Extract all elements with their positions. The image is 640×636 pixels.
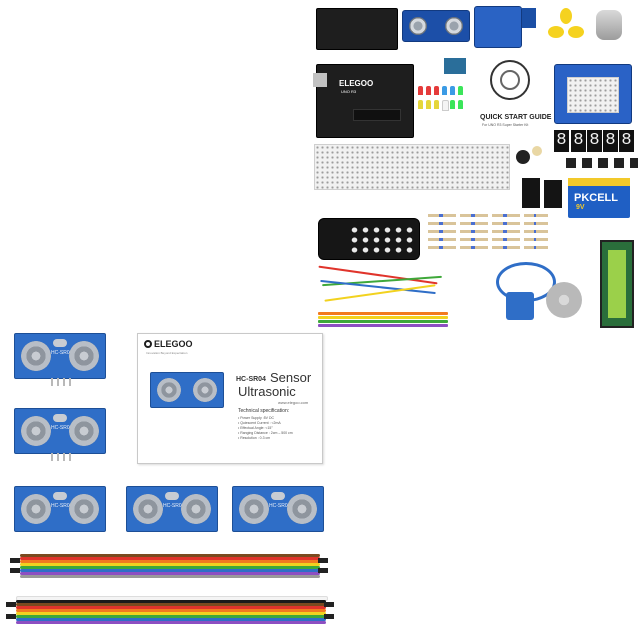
- kit-ultrasonic-sensor: [402, 10, 470, 42]
- guide-title: QUICK START GUIDE: [480, 114, 552, 121]
- ultrasonic-sensor: HC-SR04: [232, 486, 324, 532]
- transducer-r: [69, 341, 99, 371]
- board-model: UNO R3: [341, 89, 357, 94]
- transducer-t: [21, 416, 51, 446]
- power-supply-module: [316, 8, 398, 50]
- buzzer: [516, 150, 530, 164]
- transducer-t: [239, 494, 269, 524]
- dc-motor: [596, 10, 622, 40]
- sensor-model-label: HC-SR04: [269, 503, 291, 509]
- led-set: [418, 86, 472, 126]
- card-product-word2: Ultrasonic: [238, 384, 296, 399]
- transducer-r: [69, 494, 99, 524]
- prototype-shield: [554, 64, 632, 124]
- ir-remote: [318, 218, 420, 260]
- lcd-screen: [608, 250, 626, 318]
- ultrasonic-sensor: HC-SR04: [14, 333, 106, 386]
- transducer-t: [21, 341, 51, 371]
- segment-digit: 8: [619, 130, 634, 152]
- ultrasonic-sensor: HC-SR04: [14, 408, 106, 461]
- ic-chip: [522, 178, 540, 208]
- stepper-motor: [546, 282, 582, 318]
- kit-ultrasonic-left-transducer: [409, 17, 427, 35]
- card-brand: ELEGOO: [154, 339, 193, 349]
- spec-line: • Power Supply :5V DC: [238, 416, 275, 420]
- quick-start-guide: QUICK START GUIDE For UNO R3 Super Start…: [478, 58, 551, 132]
- battery-brand: PKCELL: [574, 192, 618, 204]
- card-sensor-image: [150, 372, 224, 408]
- spec-list: • Power Supply :5V DC • Quiescent Curren…: [238, 416, 293, 441]
- spec-line: • Ranging Distance : 2cm – 500 cm: [238, 431, 293, 435]
- card-brand-tagline: Innovation Beyond Expectation: [146, 351, 188, 355]
- usb-port: [313, 73, 327, 87]
- board-brand: ELEGOO: [339, 79, 374, 88]
- kit-ultrasonic-right-transducer: [445, 17, 463, 35]
- transducer-r: [287, 494, 317, 524]
- jumper-wire-bundle: [318, 265, 458, 330]
- guide-subtitle: For UNO R3 Super Starter Kit: [482, 123, 529, 127]
- segment-digit: 8: [587, 130, 602, 152]
- relay-small-board: [522, 8, 536, 28]
- transducer-r: [69, 416, 99, 446]
- transducer-t: [133, 494, 163, 524]
- spec-heading: Technical specification:: [238, 408, 290, 414]
- spec-line: • Resolution : 0.3 cm: [238, 436, 271, 440]
- photoresistor: [532, 146, 542, 156]
- card-model: HC-SR04: [236, 376, 266, 383]
- resistor-bank: [428, 212, 548, 262]
- crystal-oscillator: [165, 492, 179, 500]
- card-product-word1: Sensor: [270, 370, 312, 385]
- segment-digit: 8: [571, 130, 586, 152]
- relay-module: [474, 6, 522, 48]
- card-website: www.elegoo.com: [278, 400, 309, 405]
- crystal-oscillator: [53, 339, 67, 347]
- seven-segment-display: 8 8 8 8 8: [554, 130, 634, 154]
- small-sensor-module: [444, 58, 466, 74]
- arduino-uno-board: ELEGOO UNO R3: [313, 64, 414, 138]
- sensor-model-label: HC-SR04: [51, 350, 73, 356]
- ic-chip: [544, 180, 562, 208]
- spec-card: ELEGOO Innovation Beyond Expectation HC-…: [137, 333, 323, 464]
- lcd-module: [600, 240, 634, 328]
- battery-voltage: 9V: [576, 204, 585, 211]
- main-chip: [353, 109, 401, 121]
- transducer-r: [181, 494, 211, 524]
- ultrasonic-sensor: HC-SR04: [126, 486, 218, 532]
- fan-blade: [548, 8, 584, 44]
- segment-digit: 8: [554, 130, 569, 152]
- spec-line: • Quiescent Current : <2mA: [238, 421, 281, 425]
- nine-volt-battery: PKCELL 9V: [568, 178, 630, 218]
- sensor-model-label: HC-SR04: [51, 425, 73, 431]
- crystal-oscillator: [271, 492, 285, 500]
- sensor-model-label: HC-SR04: [51, 503, 73, 509]
- segment-digit: 8: [603, 130, 618, 152]
- servo-motor: [506, 292, 534, 320]
- ultrasonic-sensor: HC-SR04: [14, 486, 106, 532]
- jumper-cable-set: [10, 552, 330, 582]
- guide-logo-rings: [490, 60, 530, 100]
- push-buttons: [566, 158, 638, 172]
- crystal-oscillator: [53, 414, 67, 422]
- spec-line: • Effectual Angle: <15°: [238, 426, 273, 430]
- transducer-t: [21, 494, 51, 524]
- breadboard: [314, 144, 510, 190]
- sensor-model-label: HC-SR04: [163, 503, 185, 509]
- jumper-cable-set: [6, 594, 336, 628]
- brand-logo-icon: [144, 340, 152, 348]
- kit-collage: ELEGOO UNO R3 QUICK START GUIDE For UNO …: [310, 0, 640, 335]
- crystal-oscillator: [53, 492, 67, 500]
